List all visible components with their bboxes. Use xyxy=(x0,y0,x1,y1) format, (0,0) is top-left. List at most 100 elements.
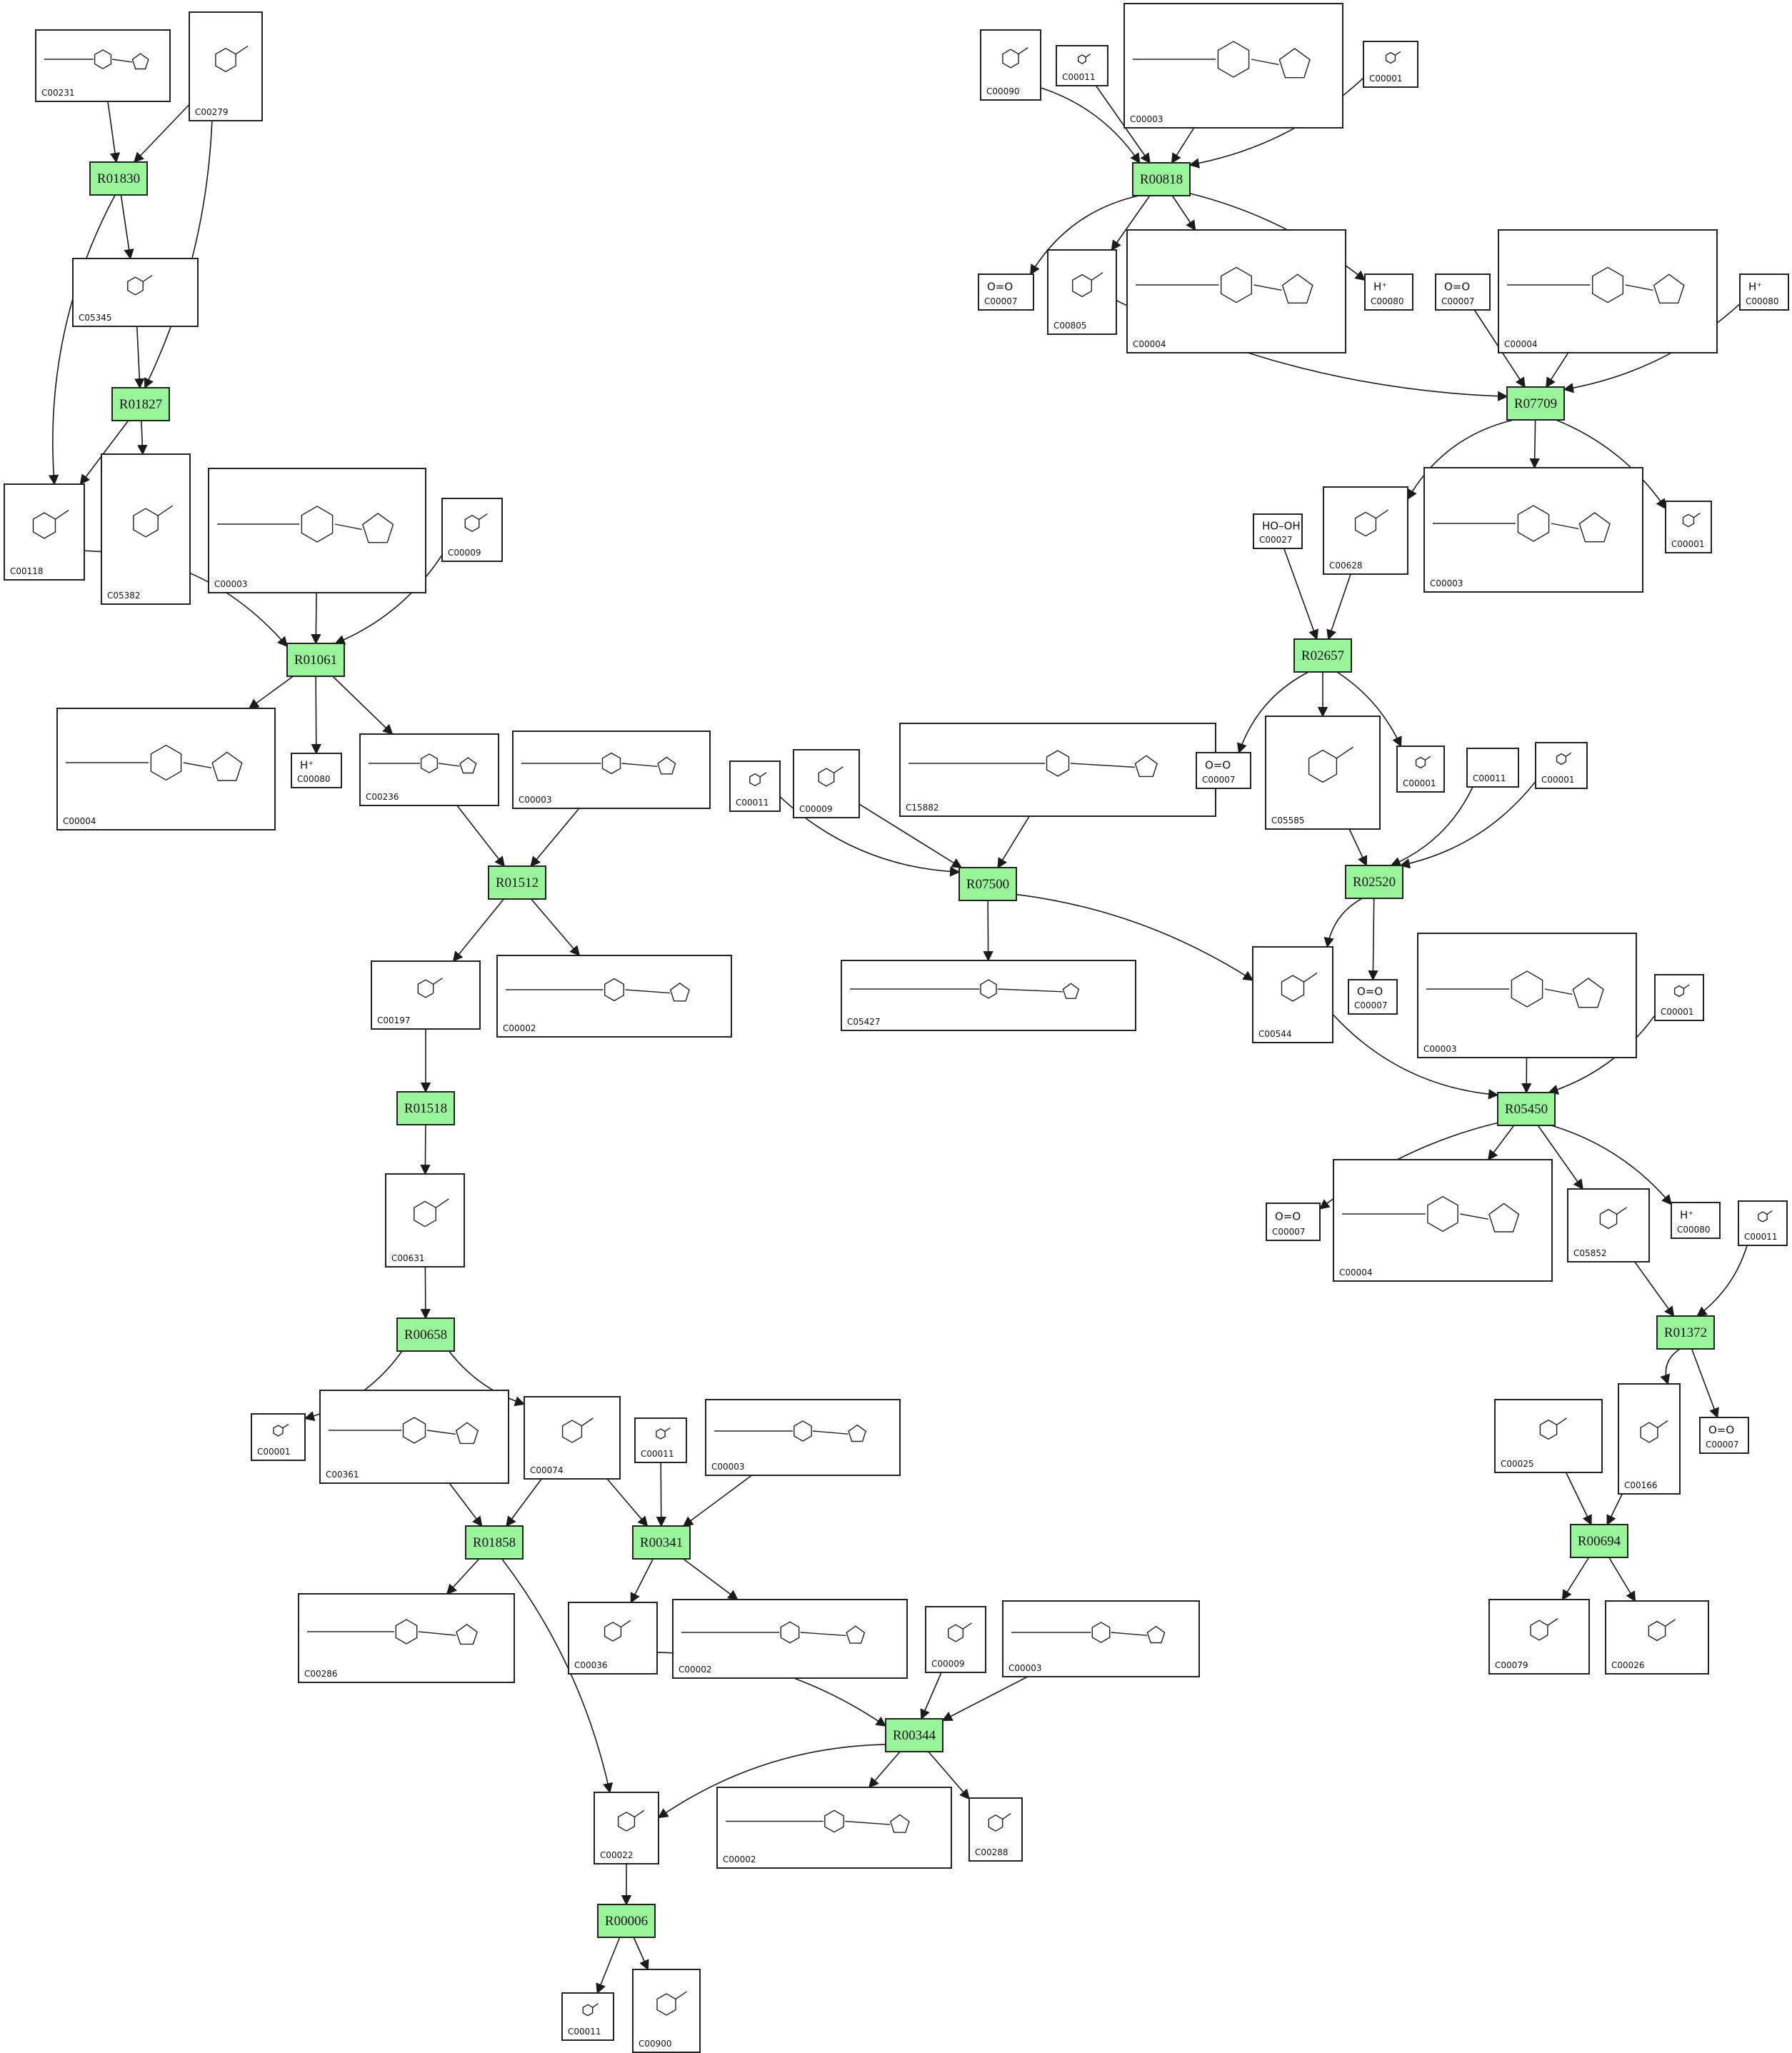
compound-c00002[interactable]: C00002 xyxy=(496,955,732,1038)
edge-arrow xyxy=(1188,77,1364,169)
compound-c00118[interactable]: C00118 xyxy=(4,483,85,581)
compound-c00036[interactable]: C00036 xyxy=(568,1602,658,1675)
compound-id-label: C05382 xyxy=(107,591,141,601)
compound-c00080[interactable]: H⁺C00080 xyxy=(291,753,342,788)
reaction-r01827[interactable]: R01827 xyxy=(111,387,170,421)
compound-c05382[interactable]: C05382 xyxy=(101,453,191,605)
reaction-r01512[interactable]: R01512 xyxy=(488,865,546,900)
compound-c00231[interactable]: C00231 xyxy=(35,29,171,102)
compound-c00004[interactable]: C00004 xyxy=(1498,229,1718,353)
compound-c00286[interactable]: C00286 xyxy=(298,1593,515,1683)
compound-c00011[interactable]: C00011 xyxy=(1466,748,1519,788)
compound-c00004[interactable]: C00004 xyxy=(1126,229,1346,353)
compound-c00001[interactable]: C00001 xyxy=(1396,746,1445,793)
compound-c00080[interactable]: H⁺C00080 xyxy=(1739,273,1789,311)
reaction-id-label: R00344 xyxy=(893,1728,936,1743)
compound-c00003[interactable]: C00003 xyxy=(512,731,711,809)
reaction-r02520[interactable]: R02520 xyxy=(1345,865,1403,899)
compound-c05852[interactable]: C05852 xyxy=(1567,1188,1650,1263)
compound-c00011[interactable]: C00011 xyxy=(1738,1200,1788,1246)
compound-c00288[interactable]: C00288 xyxy=(968,1797,1023,1862)
compound-c00001[interactable]: C00001 xyxy=(251,1413,306,1461)
compound-c00003[interactable]: C00003 xyxy=(1123,3,1343,129)
reaction-r01061[interactable]: R01061 xyxy=(286,643,345,677)
edge-arrow xyxy=(48,194,116,486)
compound-c00361[interactable]: C00361 xyxy=(319,1390,509,1484)
compound-c00002[interactable]: C00002 xyxy=(672,1599,908,1679)
compound-c00011[interactable]: C00011 xyxy=(561,1992,614,2041)
compound-c00002[interactable]: C00002 xyxy=(716,1787,952,1869)
compound-c05585[interactable]: C05585 xyxy=(1265,716,1381,830)
compound-c00004[interactable]: C00004 xyxy=(1333,1159,1553,1282)
compound-c00900[interactable]: C00900 xyxy=(632,1969,701,2053)
compound-c00279[interactable]: C00279 xyxy=(189,11,263,121)
reaction-r07709[interactable]: R07709 xyxy=(1506,386,1565,421)
compound-id-label: C00001 xyxy=(1671,539,1705,549)
reaction-r01858[interactable]: R01858 xyxy=(465,1525,524,1560)
reaction-r01372[interactable]: R01372 xyxy=(1656,1315,1715,1350)
compound-c00074[interactable]: C00074 xyxy=(524,1396,621,1480)
reaction-r01518[interactable]: R01518 xyxy=(396,1091,455,1125)
compound-c05427[interactable]: C05427 xyxy=(841,960,1136,1031)
compound-c00003[interactable]: C00003 xyxy=(208,468,426,593)
compound-c00080[interactable]: H⁺C00080 xyxy=(1364,273,1413,311)
compound-id-label: C05345 xyxy=(79,313,112,323)
compound-c00003[interactable]: C00003 xyxy=(1002,1600,1200,1677)
compound-c00022[interactable]: C00022 xyxy=(594,1792,659,1864)
compound-c00009[interactable]: C00009 xyxy=(441,498,503,562)
compound-c00805[interactable]: C00805 xyxy=(1047,249,1117,335)
compound-c00004[interactable]: C00004 xyxy=(56,708,276,830)
reaction-r00344[interactable]: R00344 xyxy=(885,1718,943,1752)
compound-c00001[interactable]: C00001 xyxy=(1654,974,1704,1021)
compound-c00001[interactable]: C00001 xyxy=(1535,742,1588,789)
compound-c00628[interactable]: C00628 xyxy=(1323,486,1408,575)
compound-c00197[interactable]: C00197 xyxy=(371,960,481,1030)
compound-c00166[interactable]: C00166 xyxy=(1618,1383,1681,1495)
compound-id-label: C00027 xyxy=(1259,535,1293,545)
compound-c00003[interactable]: C00003 xyxy=(1423,467,1643,593)
reaction-r01830[interactable]: R01830 xyxy=(89,161,148,196)
compound-c00003[interactable]: C00003 xyxy=(1417,933,1637,1058)
reaction-r00658[interactable]: R00658 xyxy=(396,1317,455,1352)
edge-arrow xyxy=(1030,195,1139,276)
compound-c00080[interactable]: H⁺C00080 xyxy=(1671,1202,1721,1239)
compound-c00011[interactable]: C00011 xyxy=(729,761,781,812)
compound-c00001[interactable]: C00001 xyxy=(1665,501,1712,553)
compound-c00025[interactable]: C00025 xyxy=(1494,1399,1603,1473)
reaction-r07500[interactable]: R07500 xyxy=(958,867,1017,901)
reaction-r02657[interactable]: R02657 xyxy=(1293,638,1352,673)
compound-formula: HO–OH xyxy=(1262,520,1301,533)
compound-c00011[interactable]: C00011 xyxy=(634,1417,687,1463)
compound-c00027[interactable]: HO–OH C00027 xyxy=(1253,513,1303,549)
compound-c00009[interactable]: C00009 xyxy=(925,1606,986,1673)
compound-id-label: C00080 xyxy=(1371,296,1404,306)
edge-arrow xyxy=(1556,419,1666,510)
reaction-id-label: R02520 xyxy=(1353,875,1396,890)
edge-arrow xyxy=(1326,573,1351,641)
compound-c00236[interactable]: C00236 xyxy=(359,733,499,806)
compound-c00090[interactable]: C00090 xyxy=(980,29,1041,101)
compound-c05345[interactable]: C05345 xyxy=(72,258,199,327)
compound-c00011[interactable]: C00011 xyxy=(1056,45,1108,86)
compound-c00079[interactable]: C00079 xyxy=(1488,1599,1590,1675)
reaction-r00818[interactable]: R00818 xyxy=(1132,162,1191,196)
reaction-r00341[interactable]: R00341 xyxy=(632,1525,691,1560)
reaction-r00694[interactable]: R00694 xyxy=(1570,1524,1628,1558)
compound-c00026[interactable]: C00026 xyxy=(1605,1600,1709,1675)
reaction-r00006[interactable]: R00006 xyxy=(597,1904,656,1938)
edge-arrow xyxy=(1634,1261,1675,1317)
compound-c00009[interactable]: C00009 xyxy=(793,749,860,818)
compound-c15882[interactable]: C15882 xyxy=(899,723,1216,817)
compound-c00544[interactable]: C00544 xyxy=(1252,946,1333,1043)
compound-c00003[interactable]: C00003 xyxy=(705,1399,901,1476)
compound-c00001[interactable]: C00001 xyxy=(1363,41,1418,88)
compound-c00631[interactable]: C00631 xyxy=(385,1173,465,1268)
reaction-r05450[interactable]: R05450 xyxy=(1497,1092,1556,1126)
edge-arrow xyxy=(456,805,505,868)
